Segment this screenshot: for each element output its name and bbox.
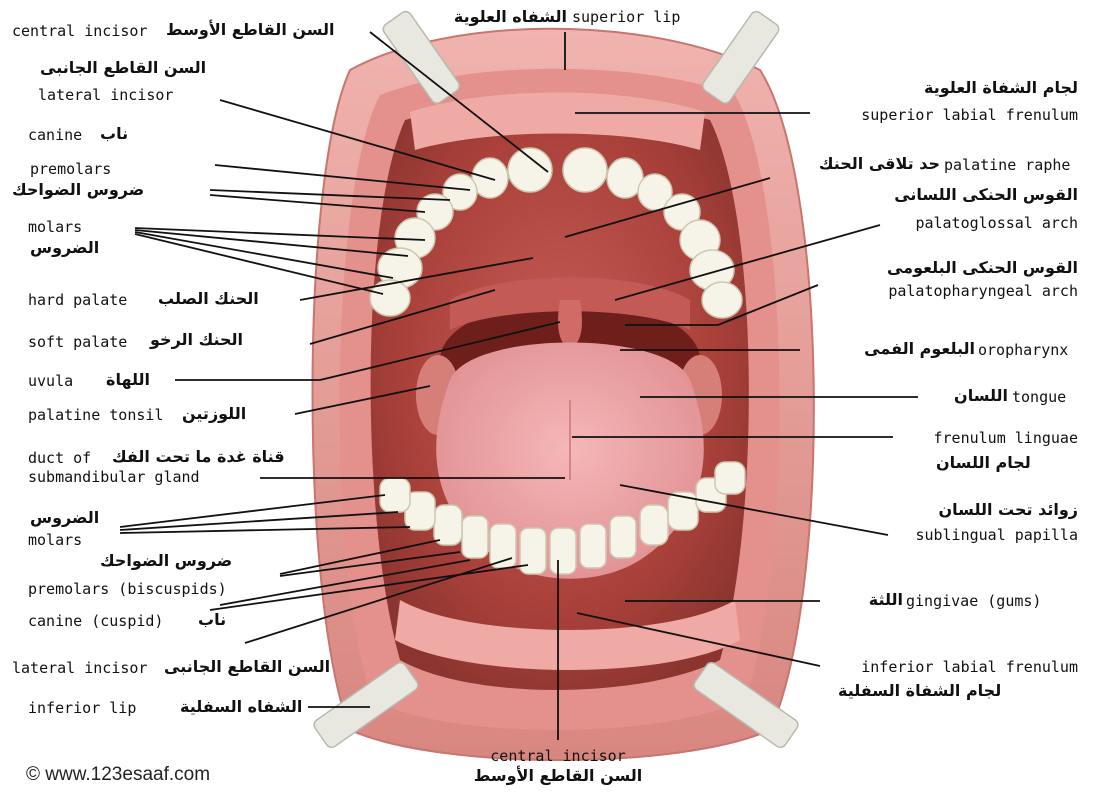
- label-canine-top: canine: [28, 128, 82, 143]
- label-inferior-lip-ar: الشفاه السفلية: [180, 699, 302, 715]
- label-canine-top-ar: ناب: [100, 126, 128, 142]
- label-palatoglossal-arch-ar: القوس الحنكى اللسانى: [840, 187, 1078, 203]
- label-central-incisor-bottom: central incisor: [468, 749, 648, 764]
- label-molars-top-ar: الضروس: [30, 240, 99, 256]
- label-palatopharyngeal-arch-ar: القوس الحنكى البلعومى: [820, 260, 1078, 276]
- label-palatine-raphe: palatine raphe: [944, 158, 1070, 173]
- label-premolars-bottom-ar: ضروس الضواحك: [100, 553, 232, 569]
- label-sublingual-papilla: sublingual papilla: [880, 528, 1078, 543]
- label-hard-palate-ar: الحنك الصلب: [158, 291, 259, 307]
- label-molars-bottom-ar: الضروس: [30, 510, 99, 526]
- label-frenulum-linguae: frenulum linguae: [880, 431, 1078, 446]
- label-inferior-lip: inferior lip: [28, 701, 136, 716]
- label-palatoglossal-arch: palatoglossal arch: [840, 216, 1078, 231]
- label-superior-lip: superior lip: [572, 10, 680, 25]
- label-oropharynx: oropharynx: [978, 343, 1068, 358]
- label-premolars-top: premolars: [30, 162, 111, 177]
- label-hard-palate: hard palate: [28, 293, 127, 308]
- label-palatine-tonsil-ar: اللوزتين: [182, 406, 246, 422]
- label-palatine-tonsil: palatine tonsil: [28, 408, 163, 423]
- label-submandibular-gland: submandibular gland: [28, 470, 200, 485]
- label-canine-bottom: canine (cuspid): [28, 614, 163, 629]
- label-palatine-raphe-ar: حد تلاقى الحنك: [760, 156, 940, 172]
- label-tongue-ar: اللسان: [920, 388, 1008, 404]
- watermark: © www.123esaaf.com: [26, 765, 210, 784]
- label-inferior-labial-frenulum-ar: لجام الشفاة السفلية: [838, 683, 1001, 699]
- label-superior-lip-ar: الشفاه العلوية: [412, 9, 567, 25]
- label-frenulum-linguae-ar: لجام اللسان: [936, 455, 1031, 471]
- label-uvula: uvula: [28, 374, 73, 389]
- label-molars-bottom: molars: [28, 533, 82, 548]
- label-tongue: tongue: [1012, 390, 1066, 405]
- label-sublingual-papilla-ar: زوائد تحت اللسان: [880, 502, 1078, 518]
- label-superior-labial-frenulum: superior labial frenulum: [800, 108, 1078, 123]
- label-uvula-ar: اللهاة: [106, 372, 150, 388]
- label-canine-bottom-ar: ناب: [198, 612, 226, 628]
- label-molars-top: molars: [28, 220, 82, 235]
- label-premolars-bottom: premolars (biscuspids): [28, 582, 227, 597]
- label-lateral-incisor-top: lateral incisor: [38, 88, 173, 103]
- label-lateral-incisor-bottom-ar: السن القاطع الجانبى: [164, 659, 330, 675]
- label-central-incisor-top-ar: السن القاطع الأوسط: [166, 22, 335, 38]
- label-gingivae: gingivae (gums): [906, 594, 1041, 609]
- label-oropharynx-ar: البلعوم الفمى: [805, 341, 975, 357]
- label-superior-labial-frenulum-ar: لجام الشفاة العلوية: [800, 80, 1078, 96]
- label-duct-of: duct of: [28, 451, 91, 466]
- label-lateral-incisor-bottom: lateral incisor: [12, 661, 147, 676]
- label-soft-palate-ar: الحنك الرخو: [150, 332, 243, 348]
- label-gingivae-ar: اللثة: [825, 592, 903, 608]
- label-inferior-labial-frenulum: inferior labial frenulum: [820, 660, 1078, 675]
- label-premolars-top-ar: ضروس الضواحك: [12, 182, 144, 198]
- label-central-incisor-bottom-ar: السن القاطع الأوسط: [448, 768, 668, 784]
- label-soft-palate: soft palate: [28, 335, 127, 350]
- label-lateral-incisor-top-ar: السن القاطع الجانبى: [40, 60, 206, 76]
- label-central-incisor-top: central incisor: [12, 24, 147, 39]
- label-palatopharyngeal-arch: palatopharyngeal arch: [820, 284, 1078, 299]
- label-duct-ar: قناة غدة ما تحت الفك: [112, 449, 285, 465]
